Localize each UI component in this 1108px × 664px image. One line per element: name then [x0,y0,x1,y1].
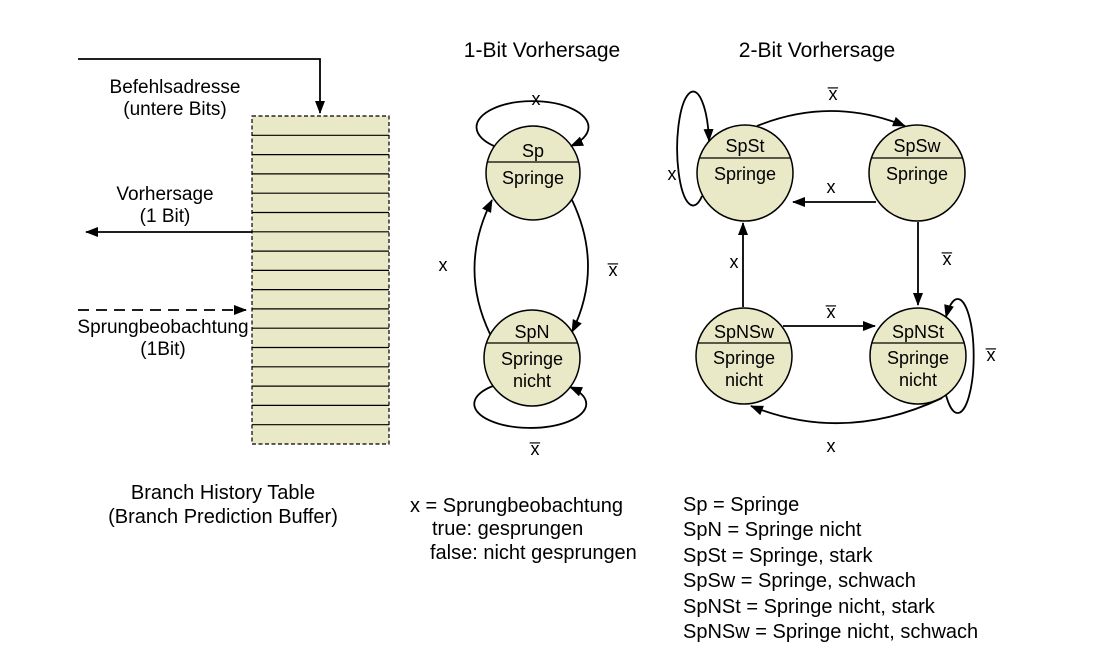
legend-state-abbreviations: Sp = Springe SpN = Springe nicht SpSt = … [683,494,978,643]
edge-spn-self-label: x̅ [529,439,541,459]
legend-abbr-line2: SpN = Springe nicht [683,519,862,541]
edge-spst-self [676,90,714,207]
state-spst-circle [696,124,794,222]
address-label-line2: (untere Bits) [123,99,226,120]
observation-label-line1: Sprungbeobachtung [77,317,248,338]
legend-abbr-line6: SpNSw = Springe nicht, schwach [683,621,978,643]
one-bit-fsm: 1-Bit Vorhersage Sp Springe SpN Springe … [439,39,621,459]
bht-row-lines [252,134,389,426]
edge-spsw-to-spst-label: x [827,177,836,197]
edge-sp-self-label: x [532,89,541,109]
edge-sp-to-spn [571,199,589,333]
state-spnsw-abbr: SpNSw [714,322,775,342]
edge-spnst-to-spnsw-label: x [827,436,836,456]
two-bit-title: 2-Bit Vorhersage [739,39,895,62]
edge-spn-to-sp-label: x [439,255,448,275]
edge-spnsw-to-spnst-label: x̅ [825,302,837,322]
state-spn-circle [483,309,581,407]
legend-x-line2: true: gesprungen [432,518,583,540]
state-spn-name-line1: Springe [501,349,563,369]
legend-abbr-line4: SpSw = Springe, schwach [683,570,916,592]
state-spst-name: Springe [714,164,776,184]
edge-spnst-self-label: x̅ [985,345,997,365]
one-bit-title: 1-Bit Vorhersage [464,39,620,62]
observation-label-line2: (1Bit) [140,339,185,360]
legend-x-line1: x = Sprungbeobachtung [410,495,623,517]
state-spn-name-line2: nicht [513,371,551,391]
state-spsw-abbr: SpSw [893,136,941,156]
bht-block: Befehlsadresse (untere Bits) Vorhersage … [77,58,390,528]
edge-spsw-to-spnst-label: x̅ [941,249,953,269]
state-spsw-circle [868,124,966,222]
state-spnst-name-line2: nicht [899,370,937,390]
legend-abbr-line1: Sp = Springe [683,494,799,516]
state-spnsw-circle [695,307,793,405]
edge-spst-self-label: x [668,164,677,184]
edge-spn-self [473,385,588,429]
state-spsw-name: Springe [886,164,948,184]
prediction-label-line2: (1 Bit) [140,206,191,227]
state-spst-abbr: SpSt [725,136,764,156]
edge-sp-to-spn-label: x̅ [607,260,619,280]
state-spnst-name-line1: Springe [887,348,949,368]
state-sp-circle [485,125,581,221]
bht-table [251,115,390,445]
legend-x-line3: false: nicht gesprungen [430,542,637,564]
state-spn-abbr: SpN [514,322,549,342]
state-spnst-abbr: SpNSt [892,322,944,342]
edge-spnst-self [944,298,975,414]
legend-abbr-line3: SpSt = Springe, stark [683,545,874,567]
state-spnst-circle [869,307,967,405]
state-spnsw-name-line1: Springe [713,348,775,368]
state-sp-name: Springe [502,168,564,188]
edge-spnst-to-spnsw [750,397,943,425]
edge-spn-to-sp [473,199,493,335]
address-label-line1: Befehlsadresse [110,77,241,98]
edge-sp-self [475,100,590,147]
state-spnsw-name-line2: nicht [725,370,763,390]
legend-abbr-line5: SpNSt = Springe nicht, stark [683,596,936,618]
bht-caption-line1: Branch History Table [131,482,315,504]
bht-caption-line2: (Branch Prediction Buffer) [108,506,338,528]
edge-spst-to-spsw-label: x̅ [827,84,839,104]
two-bit-fsm: 2-Bit Vorhersage SpSt Springe SpSw Sprin… [668,39,997,456]
prediction-label-line1: Vorhersage [116,184,213,205]
edge-spst-to-spsw [756,110,906,127]
state-sp-abbr: Sp [522,141,544,161]
address-arrow [78,58,325,114]
edge-spnsw-to-spst-label: x [730,252,739,272]
legend-x-definition: x = Sprungbeobachtung true: gesprungen f… [410,495,637,564]
